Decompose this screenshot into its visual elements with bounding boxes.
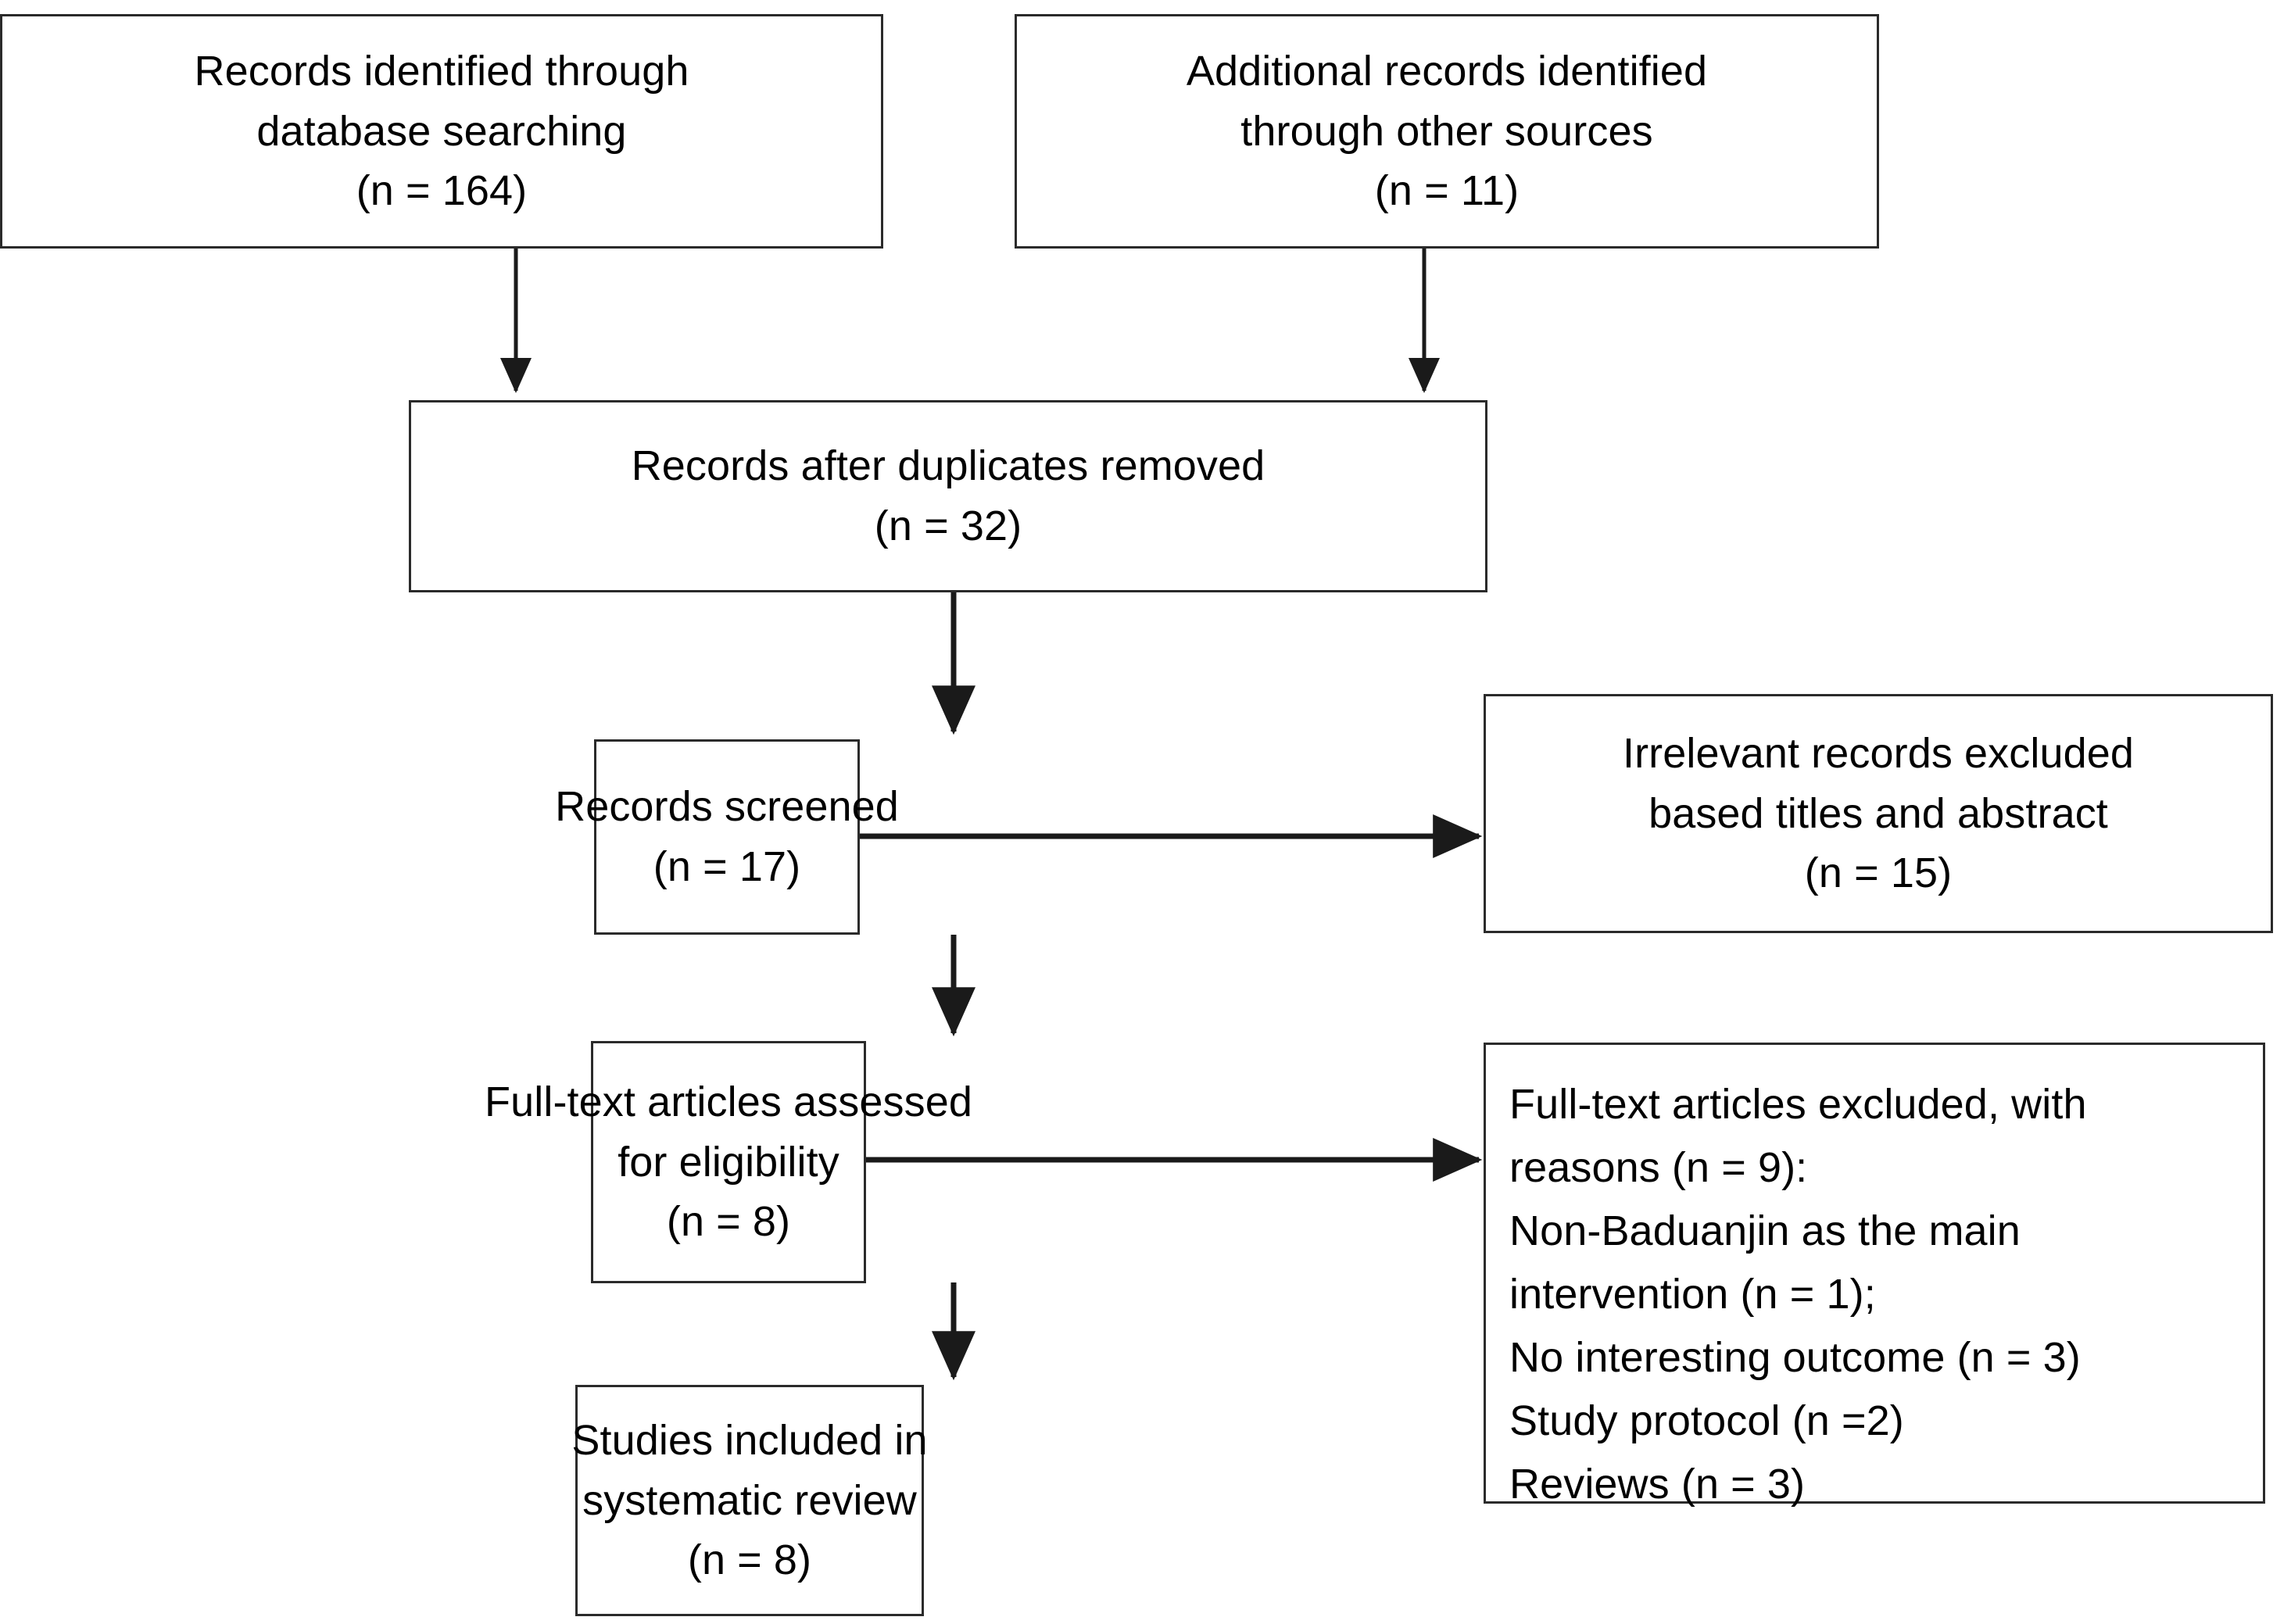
box-line: (n = 32) bbox=[874, 503, 1022, 549]
box-line: Study protocol (n =2) bbox=[1509, 1397, 1904, 1444]
box-line: based titles and abstract bbox=[1648, 789, 2108, 837]
box-line: systematic review bbox=[582, 1476, 917, 1524]
box-records-screened: Records screened (n = 17) bbox=[555, 739, 899, 935]
box-line: Studies included in bbox=[571, 1416, 928, 1464]
box-line: Non-Baduanjin as the main bbox=[1509, 1207, 2021, 1254]
box-line: (n = 17) bbox=[653, 843, 801, 890]
box-fulltext-excluded: Full-text articles excluded, with reason… bbox=[1484, 1043, 2265, 1508]
box-line: Records after duplicates removed bbox=[631, 442, 1265, 490]
box-line: No interesting outcome (n = 3) bbox=[1509, 1334, 2081, 1381]
box-line: Full-text articles assessed bbox=[485, 1078, 972, 1125]
box-line: Additional records identified bbox=[1186, 47, 1708, 95]
box-line: for eligibility bbox=[617, 1138, 839, 1186]
box-line: (n = 11) bbox=[1374, 167, 1520, 215]
box-identification-database: Records identified through database sear… bbox=[0, 14, 883, 249]
box-line: (n = 164) bbox=[356, 167, 528, 215]
box-identification-other-sources: Additional records identified through ot… bbox=[1015, 14, 1879, 249]
box-line: Records screened bbox=[555, 783, 899, 831]
box-line: Irrelevant records excluded bbox=[1622, 729, 2135, 777]
box-fulltext-assessed: Full-text articles assessed for eligibil… bbox=[485, 1041, 972, 1283]
box-line: reasons (n = 9): bbox=[1509, 1144, 1808, 1191]
box-line: through other sources bbox=[1240, 107, 1653, 155]
box-line: Records identified through bbox=[194, 47, 689, 95]
box-line: Reviews (n = 3) bbox=[1509, 1461, 1806, 1508]
box-records-excluded: Irrelevant records excluded based titles… bbox=[1484, 694, 2273, 933]
box-line: (n = 8) bbox=[666, 1198, 791, 1246]
box-studies-included: Studies included in systematic review (n… bbox=[571, 1385, 928, 1616]
box-line: intervention (n = 1); bbox=[1509, 1271, 1876, 1318]
box-duplicates-removed: Records after duplicates removed (n = 32… bbox=[409, 400, 1487, 592]
box-line: (n = 15) bbox=[1804, 850, 1953, 897]
box-line: Full-text articles excluded, with bbox=[1509, 1081, 2087, 1128]
box-line: (n = 8) bbox=[687, 1536, 812, 1584]
box-line: database searching bbox=[256, 107, 627, 155]
